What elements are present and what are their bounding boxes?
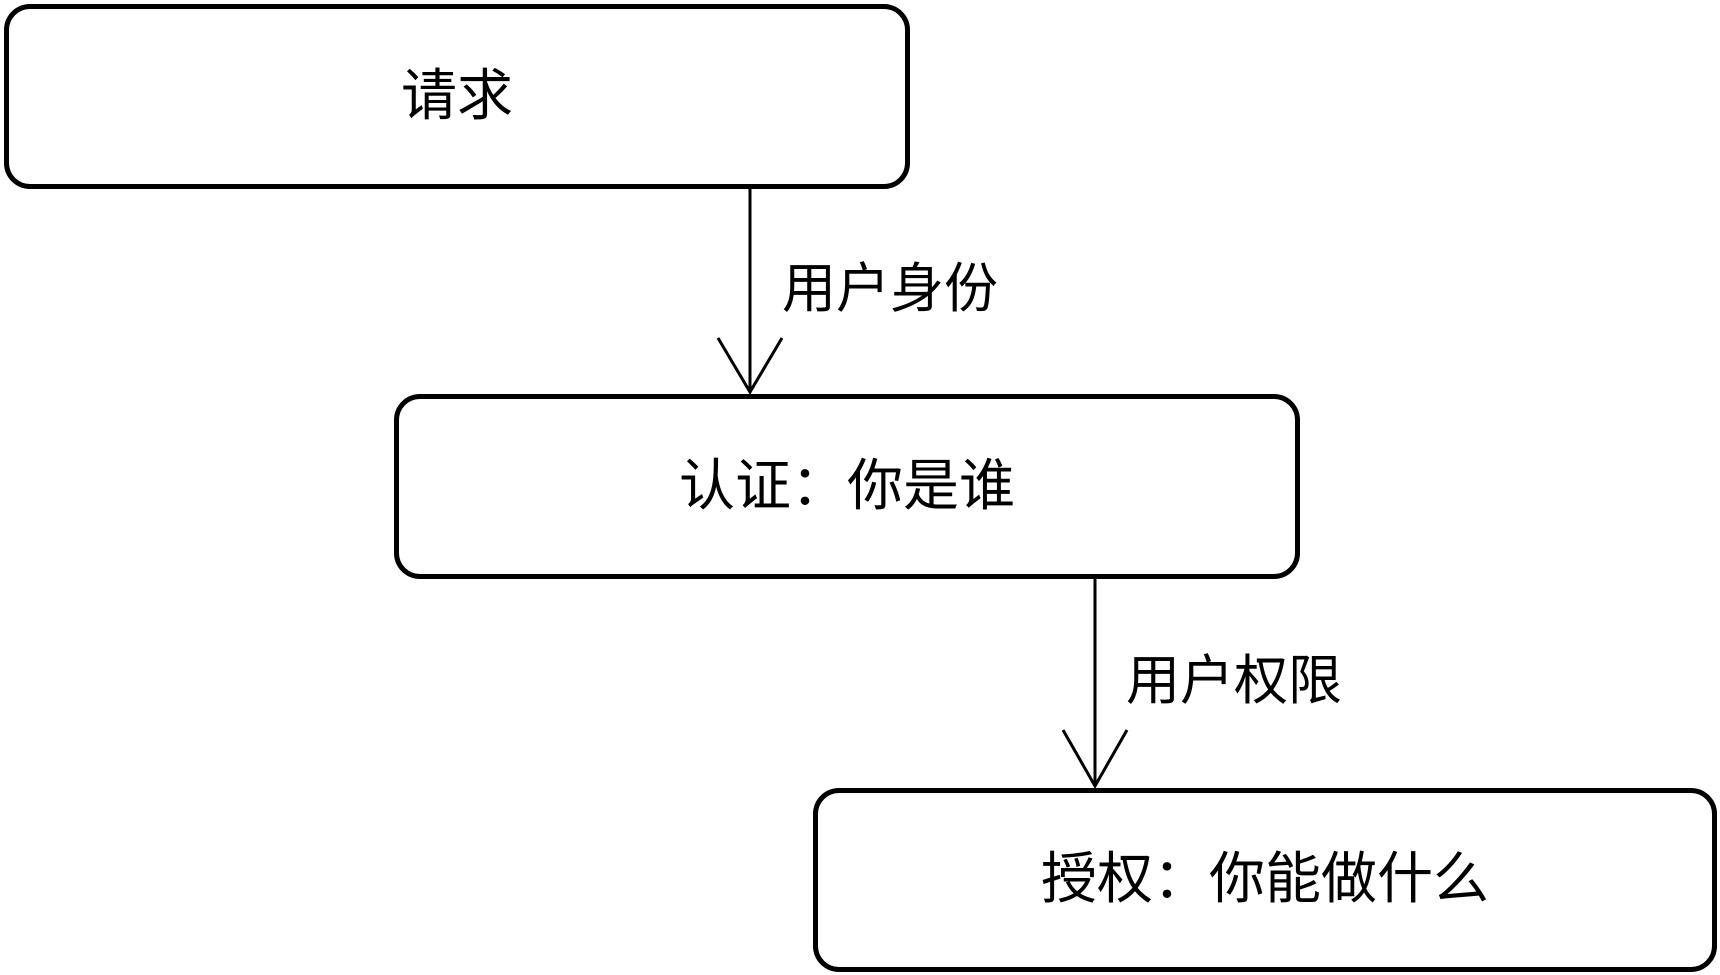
authorization-node: 授权：你能做什么 bbox=[813, 788, 1717, 972]
authentication-node-label: 认证：你是谁 bbox=[679, 453, 1015, 519]
edge-label-user-permission: 用户权限 bbox=[1126, 649, 1342, 712]
request-node-label: 请求 bbox=[401, 63, 513, 129]
arrow-authentication-to-authorization bbox=[1061, 579, 1129, 790]
arrow-request-to-authentication bbox=[716, 189, 784, 395]
authorization-node-label: 授权：你能做什么 bbox=[1041, 847, 1489, 912]
request-node: 请求 bbox=[4, 4, 910, 189]
authentication-node: 认证：你是谁 bbox=[394, 394, 1300, 579]
arrow-head bbox=[716, 337, 784, 395]
edge-label-user-identity: 用户身份 bbox=[782, 257, 998, 320]
arrow-head bbox=[1061, 729, 1129, 790]
